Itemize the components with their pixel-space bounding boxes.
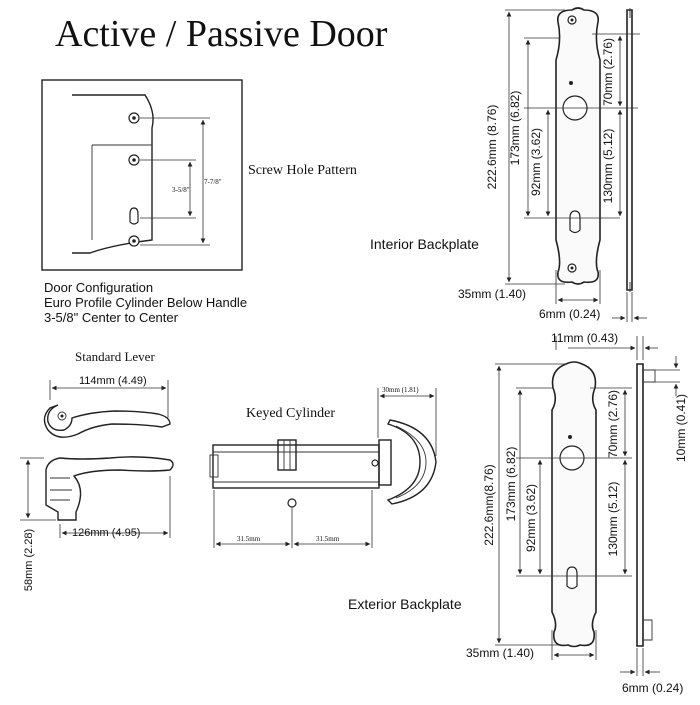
- exterior-plate-body: [551, 361, 597, 648]
- exterior-backplate-label: Exterior Backplate: [348, 596, 462, 612]
- exterior-backplate-figure: 11mm (0.43) 222.6mm(8.76) 173mm (6.82) 9…: [466, 331, 688, 695]
- dim-3-5-8: 3-5/8": [172, 186, 190, 194]
- exterior-dim-10: 10mm (0.41): [674, 394, 688, 462]
- interior-dim-130: 130mm (5.12): [601, 129, 615, 204]
- lever-dim-length: 114mm (4.49): [79, 375, 147, 387]
- lever-side-view: [45, 456, 174, 521]
- interior-backplate-figure: 222.6mm (8.76) 173mm (6.82) 92mm (3.62) …: [458, 7, 647, 322]
- interior-dim-width: 35mm (1.40): [458, 287, 526, 301]
- exterior-cylinder-hole: [566, 566, 578, 590]
- interior-dim-173: 173mm (6.82): [508, 91, 522, 166]
- cylinder-dim-knob: 30mm (1.81): [382, 386, 419, 394]
- keyed-cylinder-label: Keyed Cylinder: [246, 406, 335, 421]
- interior-dim-92: 92mm (3.62): [529, 128, 543, 196]
- dim-7-7-8: 7-7/8": [204, 178, 222, 186]
- exterior-dim-92: 92mm (3.62): [524, 484, 538, 552]
- lever-top-view: [43, 404, 171, 438]
- interior-dim-thickness: 6mm (0.24): [539, 307, 600, 321]
- cylinder-dim-right: 31.5mm: [316, 535, 340, 543]
- cylinder-hole: [129, 207, 139, 225]
- exterior-dim-70: 70mm (2.76): [606, 390, 620, 458]
- exterior-plate-side: [636, 363, 644, 647]
- config-line-1: Door Configuration: [44, 280, 153, 295]
- exterior-spindle-stub: [643, 369, 656, 383]
- exterior-dim-width: 35mm (1.40): [466, 646, 534, 660]
- standard-lever-label: Standard Lever: [75, 349, 155, 364]
- config-line-3: 3-5/8" Center to Center: [44, 310, 179, 325]
- keyed-cylinder-figure: 30mm (1.81) 31.5mm 31.5mm: [209, 386, 437, 548]
- pattern-frame: [41, 79, 243, 271]
- interior-plate-side: [626, 9, 633, 291]
- cylinder-dim-left: 31.5mm: [237, 535, 261, 543]
- exterior-dim-top: 11mm (0.43): [551, 331, 618, 345]
- exterior-spindle-pin: [568, 435, 572, 439]
- screw-hole-pattern-figure: 7-7/8" 3-5/8": [41, 79, 243, 271]
- interior-dim-70: 70mm (2.76): [601, 38, 615, 106]
- cylinder-screw-hole: [287, 498, 297, 508]
- interior-dim-total: 222.6mm (8.76): [485, 105, 499, 190]
- interior-plate-body: [555, 7, 601, 285]
- screw-hole-pattern-label: Screw Hole Pattern: [248, 163, 357, 178]
- cylinder-cam: [277, 439, 297, 471]
- exterior-dim-130: 130mm (5.12): [606, 482, 620, 557]
- config-line-2: Euro Profile Cylinder Below Handle: [44, 295, 247, 310]
- lever-dim-height: 58mm (2.28): [23, 529, 35, 591]
- lever-dim-side: 126mm (4.95): [72, 527, 140, 539]
- door-edge-outline: [72, 94, 154, 254]
- thumb-turn-knob: [386, 419, 437, 505]
- exterior-dim-total: 222.6mm(8.76): [482, 464, 496, 545]
- exterior-dim-173: 173mm (6.82): [504, 447, 518, 522]
- interior-backplate-label: Interior Backplate: [370, 236, 479, 252]
- standard-lever-figure: 114mm (4.49) 126mm (4.95) 58mm (2.28): [20, 375, 174, 591]
- exterior-dim-thickness: 6mm (0.24): [622, 681, 683, 695]
- page-title: Active / Passive Door: [55, 13, 388, 55]
- interior-cylinder-hole: [569, 210, 581, 234]
- interior-spindle-pin: [569, 81, 573, 85]
